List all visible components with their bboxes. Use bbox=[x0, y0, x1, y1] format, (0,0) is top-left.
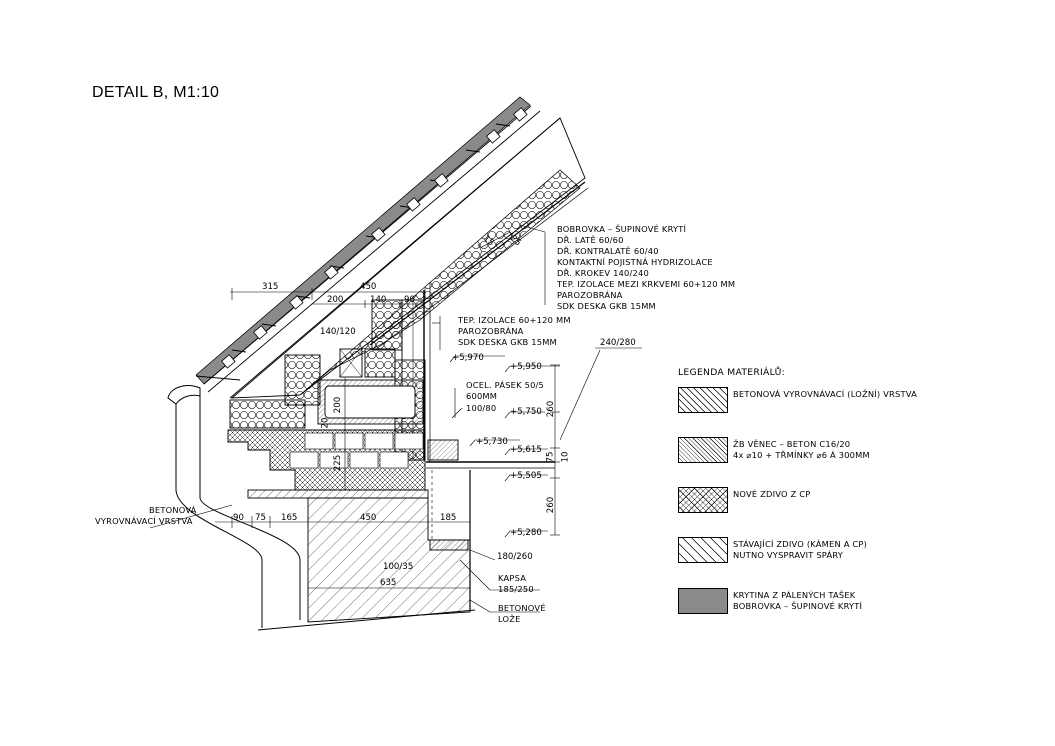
bed-label: LOŽE bbox=[498, 614, 521, 624]
dim-label: 260 bbox=[546, 400, 557, 418]
legend-text: KRYTINA Z PÁLENÝCH TAŠEK BOBROVKA – ŠUPI… bbox=[733, 590, 862, 612]
dim-label: 635 bbox=[380, 578, 397, 588]
rafter bbox=[230, 117, 586, 399]
level-label: +5,730 bbox=[476, 437, 508, 447]
ring-beam bbox=[229, 354, 459, 461]
dim-label: 140 bbox=[370, 295, 387, 305]
legend-item: NOVÉ ZDIVO Z CP bbox=[678, 487, 978, 513]
legend-line: NOVÉ ZDIVO Z CP bbox=[733, 489, 811, 499]
dim-label: 75 bbox=[255, 513, 266, 523]
dim-label: 185 bbox=[440, 513, 457, 523]
legend-line: NUTNO VYSPRAVIT SPÁRY bbox=[733, 550, 844, 560]
roof-layer: DŘ. KONTRALATĚ 60/40 bbox=[557, 246, 659, 256]
roof-tiles bbox=[195, 96, 531, 385]
legend-swatch bbox=[678, 537, 728, 563]
legend-swatch bbox=[678, 437, 728, 463]
roof-layer: PAROZOBRÁNA bbox=[557, 290, 623, 300]
dim-label: 200 bbox=[333, 396, 344, 414]
dim-label: 75 bbox=[545, 451, 556, 463]
legend-item: ŽB VĚNEC – BETON C16/20 4x ⌀10 + TŘMÍNKY… bbox=[678, 437, 978, 463]
dim-label: 240/280 bbox=[600, 338, 636, 348]
levelling-layer-label: BETONOVÁ bbox=[149, 505, 197, 515]
dim-label: 100/35 bbox=[383, 562, 414, 572]
legend-swatch bbox=[678, 487, 728, 513]
dim-label: 90 bbox=[233, 513, 244, 523]
legend-item: STÁVAJÍCÍ ZDIVO (KÁMEN A CP) NUTNO VYSPR… bbox=[678, 537, 978, 563]
legend-text: ŽB VĚNEC – BETON C16/20 4x ⌀10 + TŘMÍNKY… bbox=[733, 439, 870, 461]
legend-title: LEGENDA MATERIÁLŮ: bbox=[678, 367, 786, 378]
pocket-size-label: 185/250 bbox=[498, 584, 534, 594]
legend-line: STÁVAJÍCÍ ZDIVO (KÁMEN A CP) bbox=[733, 539, 868, 549]
legend-line: KRYTINA Z PÁLENÝCH TAŠEK bbox=[733, 590, 856, 600]
roof-layer: BOBROVKA – ŠUPINOVÉ KRYTÍ bbox=[557, 224, 687, 234]
dim-label: 450 bbox=[360, 513, 377, 523]
ceiling-layer: SDK DESKA GKB 15MM bbox=[458, 337, 557, 347]
dim-label: 20 bbox=[320, 417, 331, 429]
legend-text: STÁVAJÍCÍ ZDIVO (KÁMEN A CP) NUTNO VYSPR… bbox=[733, 539, 867, 561]
dim-label: 165 bbox=[281, 513, 298, 523]
legend-text: BETONOVÁ VYROVNÁVACÍ (LOŽNÍ) VRSTVA bbox=[733, 389, 917, 400]
legend-item: KRYTINA Z PÁLENÝCH TAŠEK BOBROVKA – ŠUPI… bbox=[678, 588, 978, 614]
dim-label: 140/120 bbox=[320, 327, 356, 337]
strap-size-note: 100/80 bbox=[466, 403, 497, 413]
legend-line: BETONOVÁ VYROVNÁVACÍ (LOŽNÍ) VRSTVA bbox=[733, 389, 917, 399]
roof-layers-note: BOBROVKA – ŠUPINOVÉ KRYTÍ DŘ. LATĚ 60/60… bbox=[557, 224, 735, 312]
ceiling-layers-note: TEP. IZOLACE 60+120 MM PAROZOBRÁNA SDK D… bbox=[458, 315, 571, 348]
legend-line: BOBROVKA – ŠUPINOVÉ KRYTÍ bbox=[733, 601, 863, 611]
legend-swatch bbox=[678, 387, 728, 413]
legend-swatch bbox=[678, 588, 728, 614]
dimension-lines bbox=[149, 224, 642, 613]
masonry bbox=[227, 429, 471, 623]
level-label: +5,505 bbox=[510, 471, 542, 481]
battens bbox=[221, 107, 528, 369]
roof-layer: KONTAKTNÍ POJISTNÁ HYDRIZOLACE bbox=[557, 257, 713, 267]
roof-layer: DŘ. KROKEV 140/240 bbox=[557, 268, 649, 278]
ceiling-layer: TEP. IZOLACE 60+120 MM bbox=[458, 315, 571, 325]
levelling-layer-label: VYROVNÁVACÍ VRSTVA bbox=[95, 516, 193, 526]
level-label: +5,750 bbox=[510, 407, 542, 417]
level-label: +5,950 bbox=[510, 362, 542, 372]
roof-package bbox=[195, 96, 589, 399]
roof-layer: SDK DESKA GKB 15MM bbox=[557, 301, 656, 311]
level-label: +5,615 bbox=[510, 445, 542, 455]
level-label: +5,970 bbox=[452, 353, 484, 363]
dim-label: 450 bbox=[360, 282, 377, 292]
dim-label: 180/260 bbox=[497, 552, 533, 562]
dim-label: 200 bbox=[327, 295, 344, 305]
legend-item: BETONOVÁ VYROVNÁVACÍ (LOŽNÍ) VRSTVA bbox=[678, 387, 978, 413]
ground-line bbox=[257, 609, 476, 631]
legend-text: NOVÉ ZDIVO Z CP bbox=[733, 489, 810, 500]
dim-label: 225 bbox=[333, 454, 344, 472]
dim-label: 260 bbox=[546, 496, 557, 514]
legend-line: 4x ⌀10 + TŘMÍNKY ⌀6 Á 300MM bbox=[733, 450, 870, 460]
dim-label: 315 bbox=[262, 282, 279, 292]
bed-label: BETONOVÉ bbox=[498, 603, 546, 613]
legend-line: ŽB VĚNEC – BETON C16/20 bbox=[733, 439, 851, 449]
pocket-label: KAPSA bbox=[498, 573, 527, 583]
level-label: +5,280 bbox=[510, 528, 542, 538]
drawing-title: DETAIL B, M1:10 bbox=[92, 84, 220, 101]
roof-layer: DŘ. LATĚ 60/60 bbox=[557, 235, 624, 245]
roof-layer: TEP. IZOLACE MEZI KRKVEMI 60+120 MM bbox=[557, 279, 736, 289]
rafter-insulation bbox=[299, 169, 581, 396]
gutter bbox=[167, 375, 301, 628]
dim-label: 10 bbox=[560, 451, 571, 463]
ceiling-layer: PAROZOBRÁNA bbox=[458, 326, 524, 336]
strap-spacing-note: 600MM bbox=[466, 391, 498, 401]
dim-label: 90 bbox=[404, 295, 415, 305]
steel-strap-note: OCEL. PÁSEK 50/5 bbox=[466, 380, 545, 390]
